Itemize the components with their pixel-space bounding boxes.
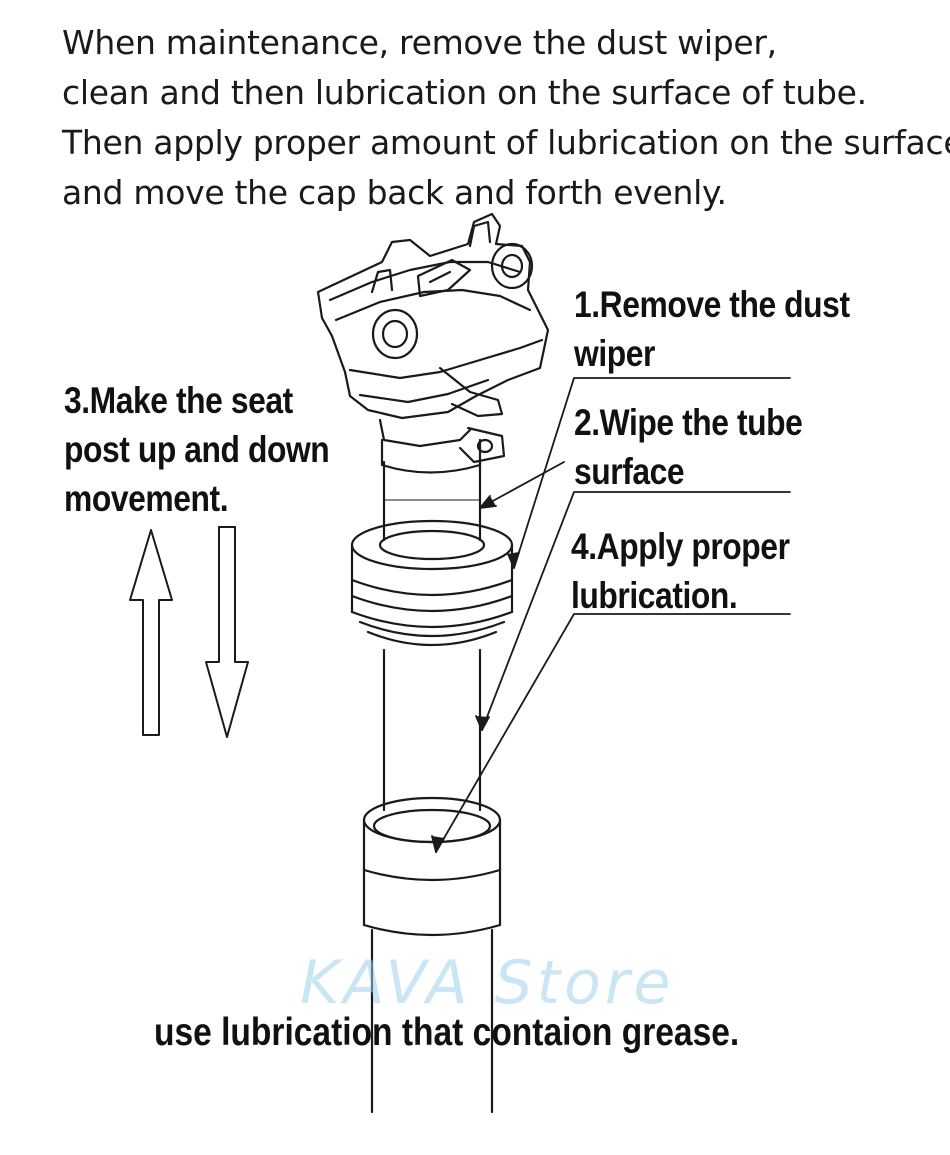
step4-line-2: lubrication. xyxy=(571,575,738,616)
up-arrow-icon xyxy=(129,529,173,736)
leader-lines xyxy=(431,377,791,853)
step1-leader xyxy=(513,377,791,569)
step1-label: 1.Remove the dust wiper xyxy=(574,280,850,378)
step3-line-3: movement. xyxy=(64,478,229,519)
saddle-clamp-head xyxy=(316,212,550,464)
step3-label: 3.Make the seat post up and down movemen… xyxy=(64,376,330,523)
intro-line-3: Then apply proper amount of lubrication … xyxy=(62,123,950,162)
step1-line-2: wiper xyxy=(574,333,655,374)
step2-line-1: 2.Wipe the tube xyxy=(574,402,803,443)
step4-label: 4.Apply proper lubrication. xyxy=(571,522,790,620)
dust-wiper-collar xyxy=(350,519,514,647)
intro-text: When maintenance, remove the dust wiper,… xyxy=(62,18,950,218)
down-arrow-icon xyxy=(205,526,249,738)
step1-line-1: 1.Remove the dust xyxy=(574,284,850,325)
intro-line-2: clean and then lubrication on the surfac… xyxy=(62,73,867,112)
lower-seal-collar xyxy=(362,796,502,1114)
step3-line-2: post up and down xyxy=(64,429,330,470)
step4-line-1: 4.Apply proper xyxy=(571,526,790,567)
step2-label: 2.Wipe the tube surface xyxy=(574,398,803,496)
store-watermark: KAVA Store xyxy=(300,948,675,1018)
step3-leader xyxy=(479,461,565,509)
bottom-note: use lubrication that contaion grease. xyxy=(154,1011,740,1054)
step2-leader xyxy=(481,491,791,731)
intro-line-4: and move the cap back and forth evenly. xyxy=(62,173,727,212)
step2-line-2: surface xyxy=(574,451,685,492)
step3-line-1: 3.Make the seat xyxy=(64,380,293,421)
lower-stanchion xyxy=(382,648,482,812)
upper-stanchion xyxy=(380,438,482,542)
step4-leader xyxy=(435,613,791,853)
intro-line-1: When maintenance, remove the dust wiper, xyxy=(62,23,777,62)
